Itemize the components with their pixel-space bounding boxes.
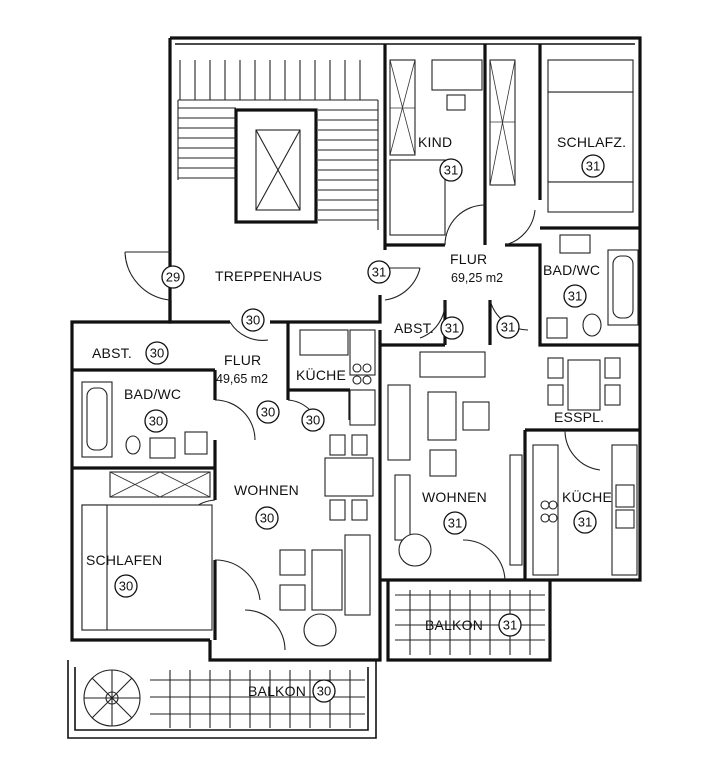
label-abst31: ABST.: [394, 320, 434, 336]
label-treppenhaus: TREPPENHAUS: [215, 268, 322, 284]
label-wohnen30-no: 30: [260, 511, 274, 526]
label-kind: KIND: [418, 134, 452, 150]
label-flur30: FLUR: [224, 352, 261, 368]
label-treppenhaus-left-no: 29: [166, 270, 180, 285]
label-abst31-no: 31: [445, 321, 459, 336]
flat-31-walls: [378, 44, 640, 590]
label-kind-no: 31: [444, 163, 458, 178]
label-flur30-no: 30: [261, 405, 275, 420]
label-schlafz-no: 31: [586, 159, 600, 174]
label-kueche30: KÜCHE: [296, 366, 346, 383]
label-kueche31-no: 31: [578, 515, 592, 530]
label-wohnen31: WOHNEN: [422, 489, 487, 505]
label-balkon31: BALKON: [425, 617, 483, 633]
label-treppenhaus-bottom-no: 30: [246, 313, 260, 328]
label-badwc30: BAD/WC: [124, 386, 181, 402]
flat-30-furniture: [81, 329, 376, 728]
label-flur31-area: 69,25 m2: [451, 271, 503, 285]
label-balkon30-no: 30: [317, 684, 331, 699]
staircase: [124, 44, 421, 341]
label-badwc31: BAD/WC: [543, 262, 600, 278]
label-balkon31-no: 31: [503, 618, 517, 633]
label-flur30-area: 49,65 m2: [216, 372, 268, 386]
label-schlafen30: SCHLAFEN: [86, 552, 162, 568]
flat-31-furniture: [387, 59, 639, 655]
room-labels: KIND 31 SCHLAFZ. 31 TREPPENHAUS 29 31 30…: [86, 134, 626, 703]
label-abst30: ABST.: [92, 345, 132, 361]
label-badwc31-no: 31: [568, 289, 582, 304]
label-flur31-no: 31: [501, 320, 515, 335]
label-abst30-no: 30: [150, 346, 164, 361]
label-schlafen30-no: 30: [119, 579, 133, 594]
label-kueche30-no: 30: [306, 413, 320, 428]
label-kueche31: KÜCHE: [562, 488, 612, 505]
label-wohnen30: WOHNEN: [234, 482, 299, 498]
label-badwc30-no: 30: [149, 414, 163, 429]
label-wohnen31-no: 31: [448, 516, 462, 531]
label-balkon30: BALKON: [248, 683, 306, 699]
flat-30-walls: [72, 322, 352, 651]
label-esspl: ESSPL.: [554, 409, 604, 425]
label-flur31: FLUR: [450, 251, 487, 267]
label-schlafz: SCHLAFZ.: [557, 134, 626, 150]
label-treppenhaus-right-no: 31: [372, 265, 386, 280]
